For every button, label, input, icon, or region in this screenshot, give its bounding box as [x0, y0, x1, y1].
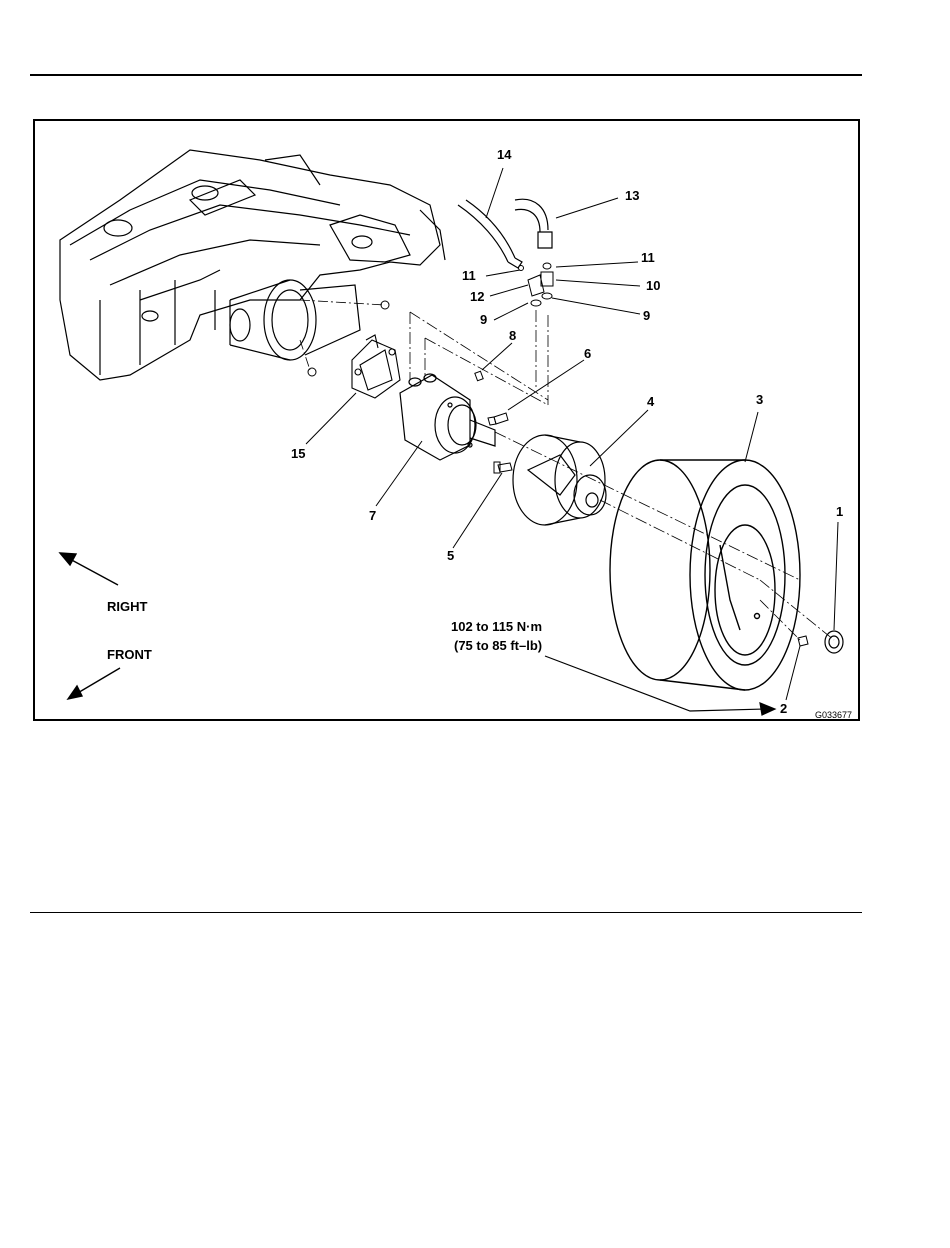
front-arrow: [68, 668, 120, 699]
callout-1: 1: [836, 504, 843, 519]
lug-nut-part-2: [798, 636, 808, 646]
torque-imperial-label: (75 to 85 ft–lb): [454, 638, 542, 653]
callout-7: 7: [369, 508, 376, 523]
callout-8: 8: [509, 328, 516, 343]
callout-5: 5: [447, 548, 454, 563]
front-direction-label: FRONT: [107, 647, 152, 662]
cap-part-1: [825, 631, 843, 653]
key-part-8: [475, 371, 483, 381]
hose-part-14: [458, 200, 522, 268]
hose-part-13: [515, 199, 552, 248]
bracket-part-15: [352, 335, 400, 398]
tire-part-3: [610, 460, 800, 690]
callout-4: 4: [647, 394, 655, 409]
callout-9-right: 9: [643, 308, 650, 323]
right-direction-label: RIGHT: [107, 599, 148, 614]
figure-id: G033677: [815, 710, 852, 720]
callout-14: 14: [497, 147, 512, 162]
wheel-hub-part-4: [513, 435, 606, 525]
callout-10: 10: [646, 278, 660, 293]
callout-11-left: 11: [462, 268, 476, 283]
callout-2: 2: [780, 701, 787, 716]
torque-metric-label: 102 to 115 N·m: [451, 619, 542, 634]
bolt-part-5: [494, 462, 512, 473]
callout-13: 13: [625, 188, 639, 203]
callout-3: 3: [756, 392, 763, 407]
callout-15: 15: [291, 446, 305, 461]
right-arrow: [60, 553, 118, 585]
hydraulic-motor-part-7: [400, 374, 495, 460]
callout-6: 6: [584, 346, 591, 361]
callout-9-left: 9: [480, 312, 487, 327]
footer-rule: [30, 912, 862, 913]
callout-11-right: 11: [641, 250, 655, 265]
fittings-parts-9-12: [519, 263, 554, 306]
chassis-frame: [60, 150, 445, 380]
callout-12: 12: [470, 289, 484, 304]
bolt-part-6: [488, 413, 508, 425]
